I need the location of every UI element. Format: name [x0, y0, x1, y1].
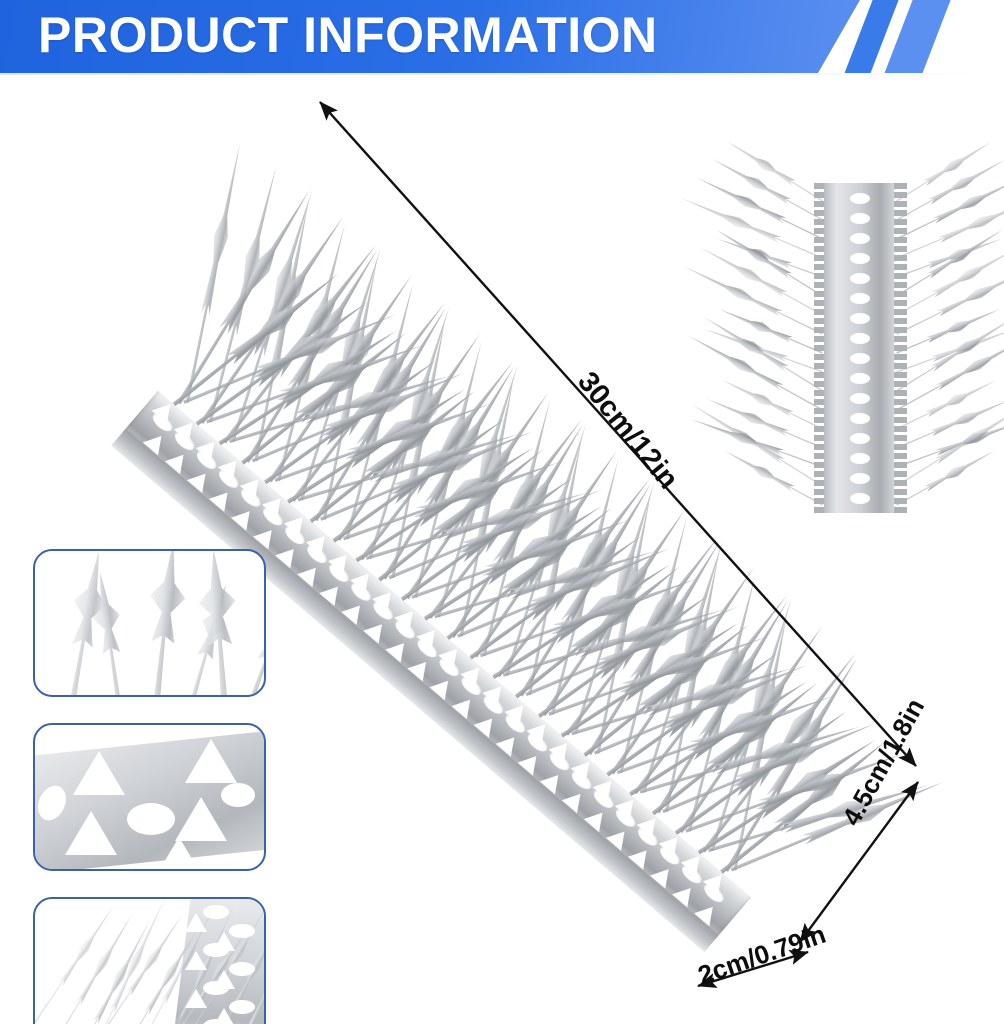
oval-hole — [850, 253, 870, 264]
oval-hole — [850, 193, 870, 204]
oval-hole — [229, 1000, 255, 1014]
oval-hole — [850, 213, 870, 224]
banner-underline — [0, 73, 1004, 75]
product-photo-stage — [0, 75, 1004, 1024]
page-title: PRODUCT INFORMATION — [38, 7, 658, 63]
triangle-cutout — [185, 739, 237, 783]
triangle-cutout — [185, 989, 207, 1008]
triangle-cutout — [185, 951, 207, 970]
spike — [715, 233, 825, 284]
stack-center-rail — [824, 183, 896, 513]
oval-hole — [850, 333, 870, 344]
banner-background — [0, 0, 860, 73]
spike — [727, 772, 948, 880]
oval-hole — [850, 413, 870, 424]
oval-hole — [850, 293, 870, 304]
oval-hole — [850, 373, 870, 384]
oval-hole — [850, 493, 870, 504]
oval-hole — [81, 725, 115, 747]
thumbnail-image-1 — [35, 551, 264, 695]
spike — [894, 192, 1004, 264]
oval-hole — [850, 313, 870, 324]
oval-hole — [203, 943, 229, 957]
oval-hole — [850, 433, 870, 444]
oval-hole — [229, 962, 255, 976]
oval-hole — [203, 981, 229, 995]
stacked-spike-strips — [728, 95, 990, 525]
triangle-cutout — [185, 913, 207, 932]
triangle-cutout — [73, 751, 125, 795]
oval-hole — [127, 803, 175, 835]
spike — [236, 588, 266, 697]
detail-thumbnail-spike-rows[interactable] — [33, 897, 266, 1024]
oval-hole — [850, 273, 870, 284]
spike — [894, 233, 1004, 284]
detail-thumbnail-base-plate[interactable] — [33, 723, 266, 871]
spike — [177, 141, 249, 405]
oval-hole — [850, 353, 870, 364]
triangle-cutout — [175, 797, 227, 841]
spike — [60, 918, 155, 1024]
detail-thumbnail-spike-tips[interactable] — [33, 549, 266, 697]
oval-hole — [850, 393, 870, 404]
oval-hole — [221, 783, 255, 807]
header-banner: PRODUCT INFORMATION — [0, 0, 1004, 80]
oval-hole — [203, 905, 229, 919]
thumbnail-image-3 — [35, 899, 264, 1024]
spike — [135, 549, 195, 697]
oval-hole — [229, 924, 255, 938]
thumbnail-image-2 — [35, 725, 264, 869]
oval-hole — [203, 1019, 229, 1024]
oval-hole — [850, 473, 870, 484]
oval-hole — [850, 233, 870, 244]
triangle-cutout — [153, 837, 205, 869]
oval-hole — [850, 453, 870, 464]
triangle-cutout — [65, 811, 117, 855]
